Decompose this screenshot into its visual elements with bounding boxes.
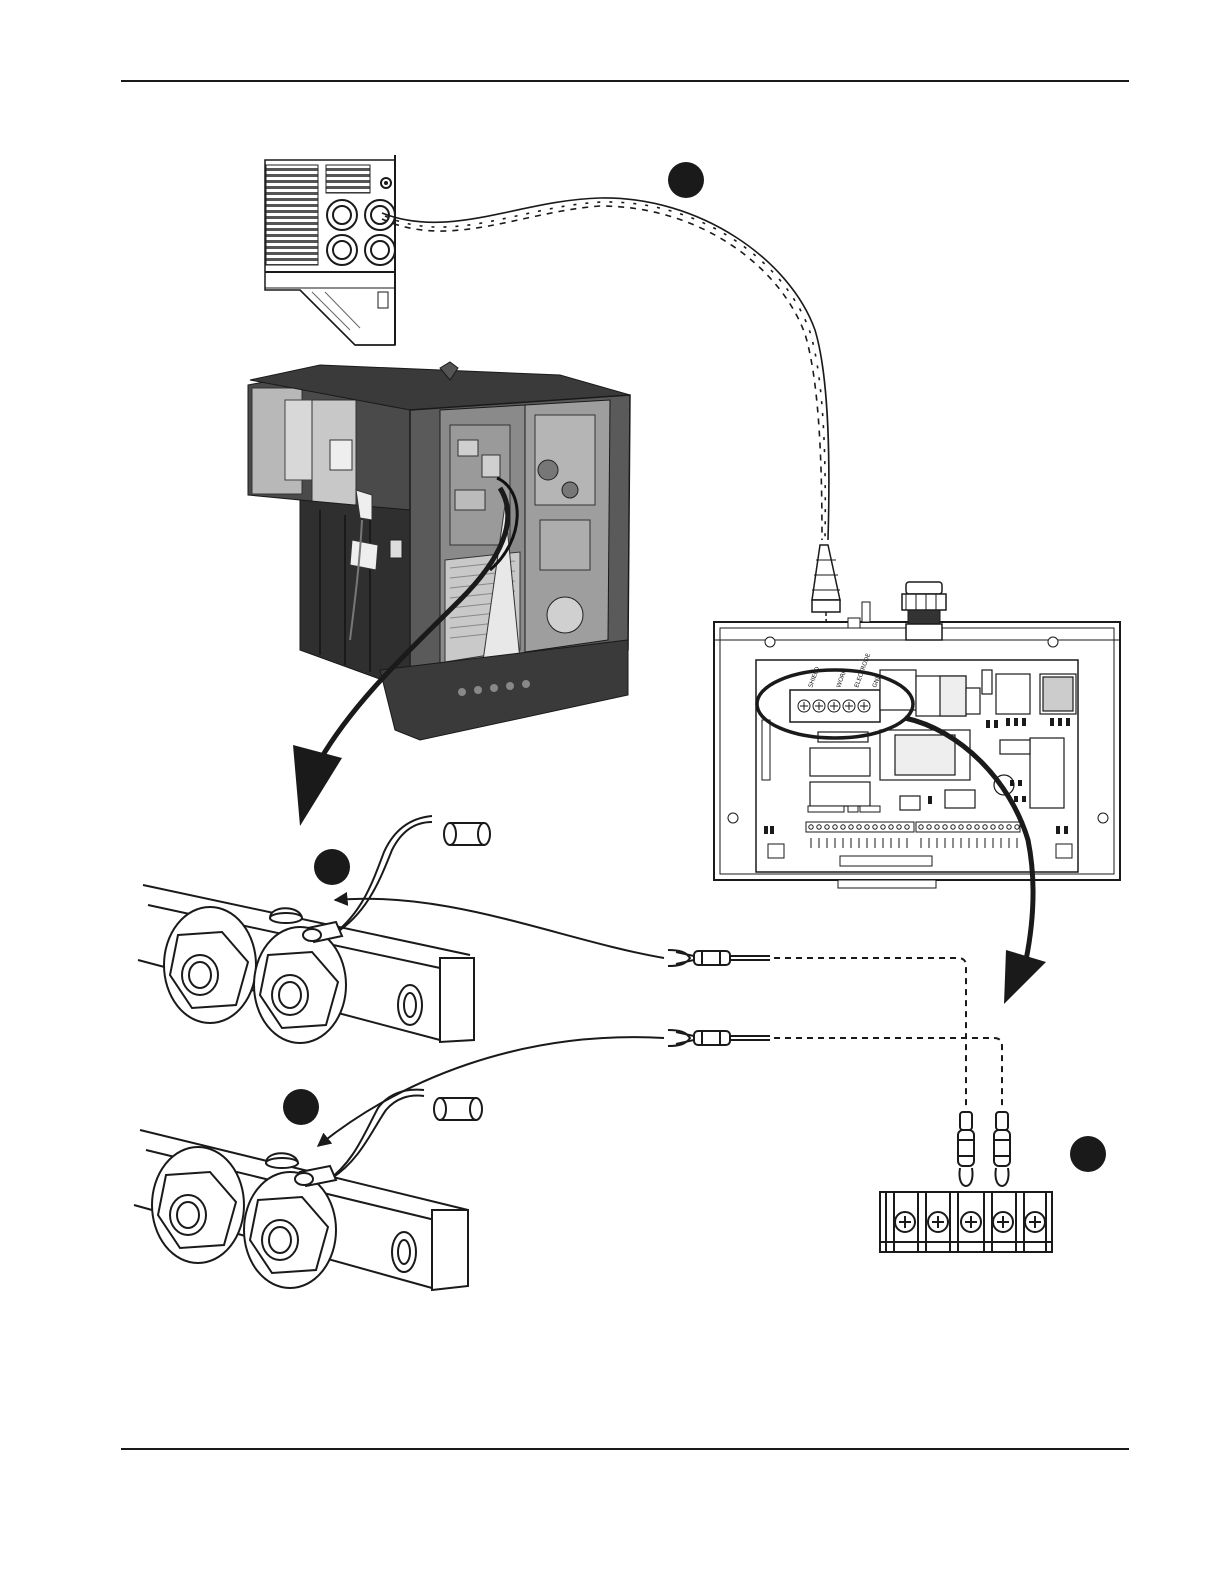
work-lead-bar-lower-icon xyxy=(134,1130,468,1290)
work-lead-bar-icon xyxy=(138,885,474,1043)
strip-spade-connectors xyxy=(958,1112,1010,1186)
interface-box-icon: SHIELD WORK ELECTRODE GND xyxy=(714,582,1120,888)
insulator-sleeve-lower-icon xyxy=(434,1098,482,1120)
spade-connector-lower xyxy=(668,1030,770,1046)
arrow-to-lower-stud xyxy=(318,1037,664,1146)
callout-right xyxy=(1070,1136,1106,1172)
dashed-wire-routes xyxy=(774,958,1002,1110)
power-source-icon xyxy=(248,362,630,740)
callout-top xyxy=(668,162,704,198)
callout-upper-left xyxy=(314,849,350,885)
callout-lower-left xyxy=(283,1089,319,1125)
cable-gland xyxy=(902,582,946,640)
arrow-to-upper-stud xyxy=(335,899,664,958)
vent-panel-icon xyxy=(265,155,395,345)
insulator-sleeve-icon xyxy=(444,823,490,845)
terminal-strip-icon xyxy=(880,1192,1052,1252)
spade-connector-upper xyxy=(668,950,770,966)
